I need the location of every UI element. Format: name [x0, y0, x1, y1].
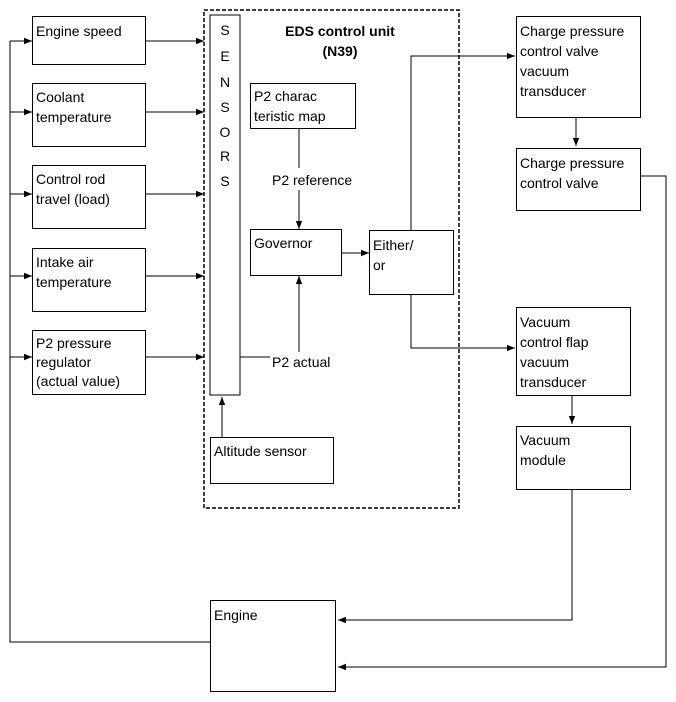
arrow-either-to-charge-transducer	[410, 52, 515, 230]
control-rod-box	[32, 165, 146, 229]
arrow-module-to-engine	[338, 490, 573, 624]
sensors-letter-2: E	[220, 48, 230, 64]
governor-label: Governor	[254, 235, 313, 251]
engine-box	[210, 600, 336, 692]
control-unit-code: (N39)	[322, 43, 358, 59]
arrow-either-to-vacuum-transducer	[410, 295, 515, 352]
either-or-box	[369, 230, 454, 295]
sensors-letter-7: S	[220, 173, 230, 189]
charge-valve-label: Charge pressure control valve	[520, 155, 625, 191]
charge-valve-box	[516, 148, 641, 211]
coolant-temp-box	[32, 83, 146, 147]
control-rod-label: Control rod travel (load)	[36, 171, 110, 207]
engine-feedback-line	[9, 41, 210, 643]
eds-control-unit-frame	[203, 9, 460, 509]
altitude-sensor-box	[210, 437, 334, 484]
p2-regulator-box	[32, 330, 146, 395]
p2-map-box	[250, 83, 356, 129]
sensors-letter-5: O	[219, 124, 231, 140]
either-or-label: Either/ or	[373, 237, 414, 273]
vacuum-transducer-box	[516, 307, 631, 396]
sensors-letter-3: N	[219, 74, 231, 90]
arrow-valve-to-engine	[338, 175, 667, 671]
vacuum-transducer-label: Vacuum control flap vacuum transducer	[520, 314, 589, 390]
engine-speed-box	[32, 16, 146, 65]
intake-air-label: Intake air temperature	[36, 254, 112, 290]
altitude-sensor-label: Altitude sensor	[214, 443, 307, 459]
sensors-letter-6: R	[219, 148, 231, 164]
p2-actual-label: P2 actual	[272, 354, 331, 370]
charge-transducer-label: Charge pressure control valve vacuum tra…	[520, 23, 625, 99]
engine-speed-label: Engine speed	[36, 23, 122, 39]
charge-transducer-box	[516, 16, 641, 118]
governor-box	[250, 229, 342, 276]
p2-regulator-label: P2 pressure regulator (actual value)	[36, 335, 121, 389]
sensors-letter-4: S	[220, 99, 230, 115]
p2-reference-label: P2 reference	[272, 172, 353, 188]
sensors-column	[209, 14, 241, 396]
intake-air-box	[32, 248, 146, 312]
vacuum-module-label: Vacuum module	[520, 432, 571, 468]
p2-map-label: P2 charac teristic map	[254, 88, 326, 124]
coolant-temp-label: Coolant temperature	[36, 89, 112, 125]
engine-label: Engine	[214, 607, 258, 623]
sensors-letter-1: S	[220, 22, 230, 38]
vacuum-module-box	[516, 426, 631, 490]
control-unit-title: EDS control unit	[285, 23, 395, 39]
